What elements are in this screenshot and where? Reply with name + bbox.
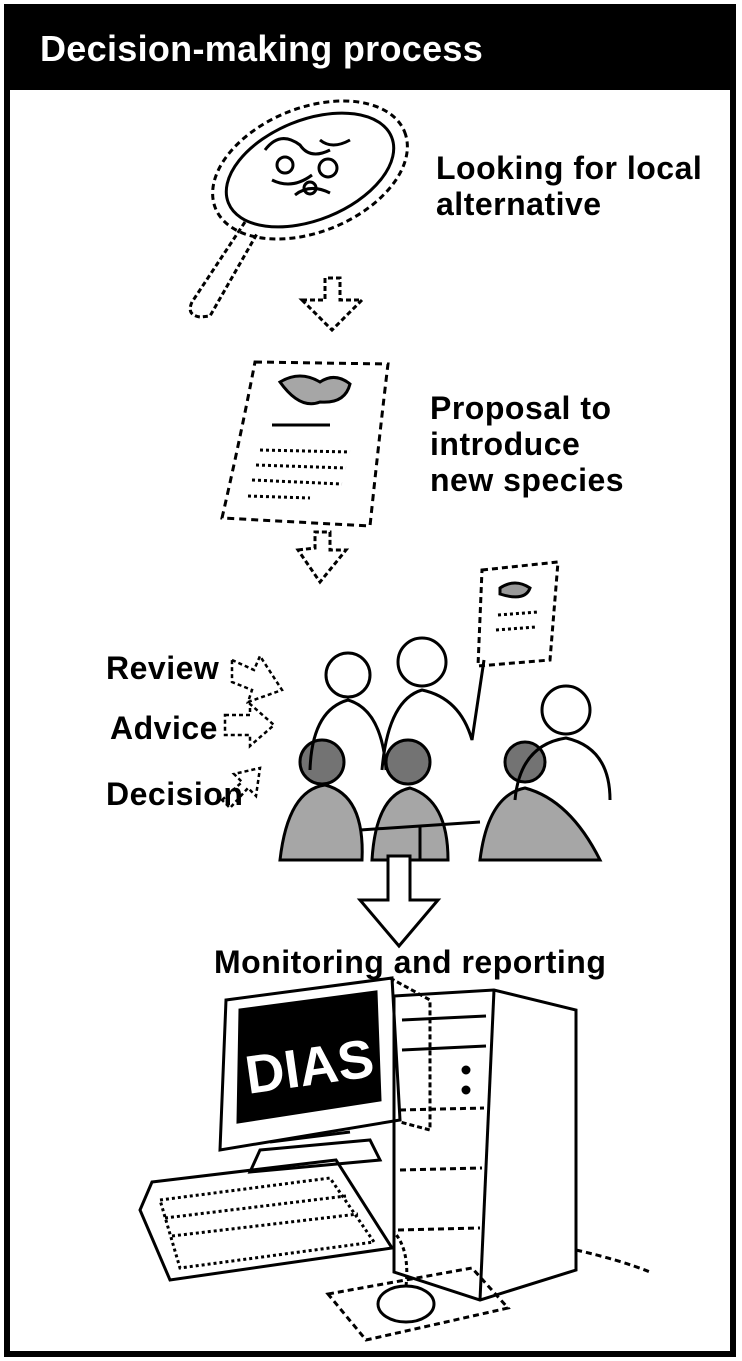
label-advice: Advice — [110, 710, 218, 746]
down-arrow-1-icon — [302, 278, 362, 330]
step-label-local-alternative: Looking for local alternative — [436, 150, 702, 222]
label-decision: Decision — [106, 776, 243, 812]
infographic-frame: Decision-making process — [4, 4, 736, 1357]
advice-arrow-icon — [225, 704, 274, 746]
meeting-group-icon — [280, 562, 610, 860]
step-label-proposal: Proposal to introduce new species — [430, 390, 624, 498]
proposal-document-icon — [222, 362, 388, 526]
label-review: Review — [106, 650, 219, 686]
down-arrow-2-icon — [298, 532, 346, 582]
label-monitoring: Monitoring and reporting — [214, 944, 606, 980]
down-arrow-3-icon — [360, 856, 438, 946]
computer-icon — [140, 978, 650, 1340]
frying-pan-icon — [190, 74, 428, 317]
review-arrow-icon — [232, 656, 282, 702]
